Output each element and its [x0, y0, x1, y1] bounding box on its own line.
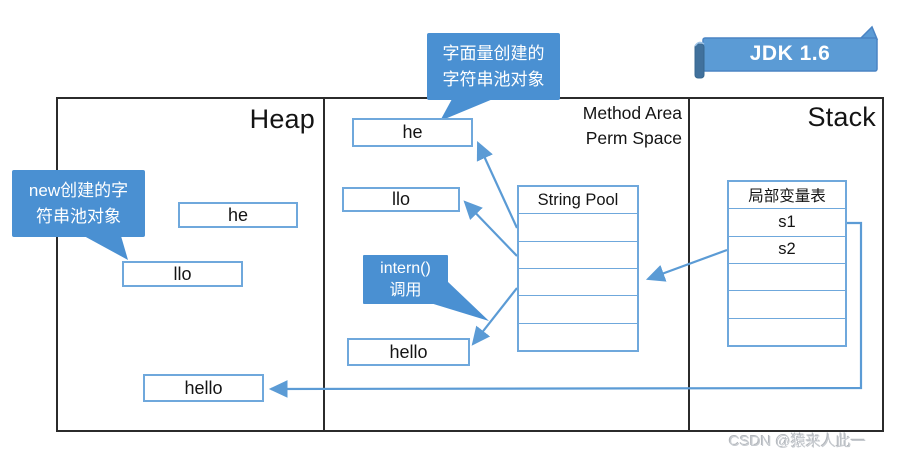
- string-pool-row: [519, 296, 637, 324]
- local-var-row: [729, 264, 845, 292]
- heap-region-label: Heap: [249, 104, 315, 134]
- string-pool-table: String Pool: [517, 185, 639, 352]
- new-callout-line2: 符串池对象: [36, 206, 121, 226]
- heap-method-divider: [323, 97, 325, 432]
- method-box-he: he: [352, 118, 473, 147]
- method-box-hello: hello: [347, 338, 470, 366]
- perm-space-line2: Perm Space: [585, 128, 682, 148]
- stack-region-label: Stack: [807, 102, 876, 132]
- string-pool-header: String Pool: [519, 187, 637, 215]
- local-var-row: [729, 319, 845, 345]
- literal-callout: 字面量创建的 字符串池对象: [427, 33, 560, 100]
- string-pool-row: [519, 214, 637, 242]
- method-area-label: Method Area Perm Space: [500, 101, 686, 151]
- intern-callout-line2: 调用: [389, 281, 422, 299]
- local-var-row: [729, 291, 845, 319]
- local-variable-table: 局部变量表 s1 s2: [727, 180, 847, 347]
- csdn-watermark: CSDN @猿来人此一: [729, 433, 866, 450]
- jdk-version-banner: JDK 1.6: [749, 42, 831, 65]
- literal-callout-line1: 字面量创建的: [442, 43, 545, 63]
- intern-callout-line1: intern(): [380, 259, 431, 277]
- intern-callout: intern() 调用: [363, 255, 448, 304]
- heap-box-llo: llo: [122, 261, 243, 287]
- heap-box-hello: hello: [143, 374, 264, 402]
- local-var-row-s1: s1: [729, 209, 845, 237]
- method-stack-divider: [688, 97, 690, 432]
- local-variable-table-header: 局部变量表: [729, 182, 845, 210]
- new-callout-line1: new创建的字: [28, 180, 129, 200]
- new-callout: new创建的字 符串池对象: [12, 170, 145, 237]
- string-pool-row: [519, 324, 637, 350]
- method-box-llo: llo: [342, 187, 460, 212]
- string-pool-row: [519, 269, 637, 297]
- method-area-line1: Method Area: [582, 103, 682, 123]
- string-pool-row: [519, 242, 637, 269]
- local-var-row-s2: s2: [729, 237, 845, 264]
- heap-box-he: he: [178, 202, 298, 228]
- literal-callout-line2: 字符串池对象: [442, 69, 545, 89]
